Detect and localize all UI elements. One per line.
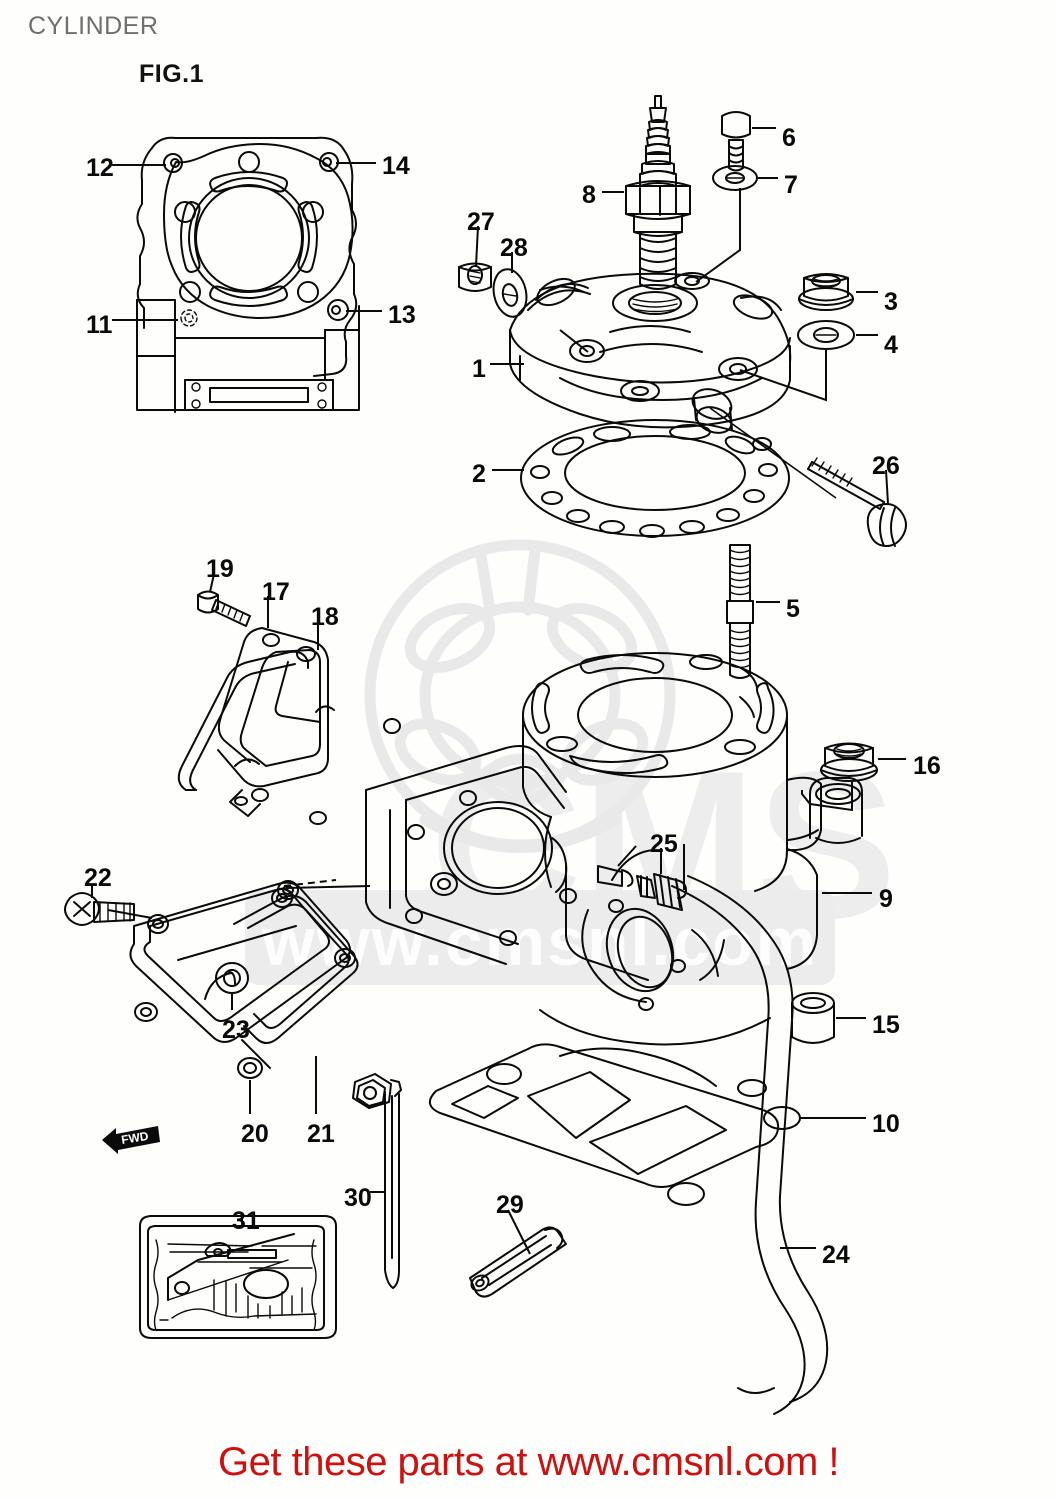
part-bolt-19 — [197, 590, 251, 627]
callout-spark-plug[interactable]: 8 — [582, 181, 596, 209]
leader-lines — [91, 127, 906, 1255]
fwd-arrow-marker: FWD — [102, 1126, 160, 1154]
page-title: CYLINDER — [28, 12, 159, 40]
part-valve-cover-gasket-21 — [233, 888, 359, 1069]
callout-flange-bolt[interactable]: 26 — [872, 452, 900, 480]
callout-valve-cover-gasket[interactable]: 21 — [307, 1120, 335, 1148]
fwd-label: FWD — [120, 1129, 150, 1147]
callout-cylinder-base-gasket[interactable]: 10 — [872, 1110, 900, 1138]
callout-grommet[interactable]: 23 — [222, 1016, 250, 1044]
callout-hose-clamp[interactable]: 25 — [650, 830, 678, 858]
callout-intake-pipe-gasket[interactable]: 17 — [262, 578, 290, 606]
part-clamp-29 — [469, 1226, 567, 1298]
callout-washer[interactable]: 7 — [784, 171, 798, 199]
part-stud-5 — [726, 544, 754, 679]
callout-caution-label[interactable]: 31 — [232, 1207, 260, 1235]
part-nut-27 — [458, 262, 492, 292]
part-spark-plug — [625, 95, 691, 290]
part-caution-label-31 — [139, 1215, 337, 1339]
part-cylinder-rear-view — [136, 136, 360, 413]
part-washer-4 — [797, 320, 855, 350]
callout-cylinder-head-gasket[interactable]: 2 — [472, 460, 486, 488]
part-grommet-23 — [215, 962, 249, 994]
part-flange-nut-3 — [798, 273, 854, 311]
callout-washer[interactable]: 28 — [500, 234, 528, 262]
callout-cable-tie[interactable]: 30 — [344, 1184, 372, 1212]
callout-cylinder-rear-view-bolt-hole[interactable]: 12 — [86, 154, 114, 182]
callout-cylinder-rear-view-dowel[interactable]: 14 — [382, 152, 410, 180]
callout-screw[interactable]: 22 — [84, 864, 112, 892]
part-washer-28 — [492, 268, 528, 318]
part-cylinder-9 — [365, 652, 863, 1046]
callout-spacer[interactable]: 15 — [872, 1011, 900, 1039]
callout-bolt[interactable]: 19 — [206, 555, 234, 583]
callout-bolt[interactable]: 6 — [782, 124, 796, 152]
part-cylinder-head-gasket — [520, 419, 790, 538]
callout-flange-nut[interactable]: 16 — [913, 752, 941, 780]
part-screw-22 — [64, 892, 135, 926]
part-gasket-17 — [177, 650, 309, 791]
part-hose-clamp-25 — [653, 873, 687, 911]
callout-reed-valve-gasket[interactable]: 18 — [311, 603, 339, 631]
callout-clamp[interactable]: 29 — [496, 1191, 524, 1219]
callout-flange-nut[interactable]: 3 — [884, 288, 898, 316]
part-cylinder-head — [509, 272, 792, 434]
part-gasket-18 — [217, 627, 401, 825]
part-spacer-15 — [791, 992, 835, 1044]
callout-valve-cover[interactable]: 20 — [241, 1120, 269, 1148]
callout-cylinder-pin[interactable]: 11 — [86, 311, 113, 339]
part-washer-7 — [712, 165, 758, 191]
callout-cylinder[interactable]: 9 — [879, 885, 893, 913]
callout-breather-hose[interactable]: 24 — [822, 1241, 850, 1269]
part-flange-nut-16 — [820, 742, 878, 782]
part-flange-bolt-26 — [807, 457, 907, 547]
callout-nut[interactable]: 27 — [467, 208, 495, 236]
callout-stud[interactable]: 5 — [786, 595, 800, 623]
callout-cylinder-plug[interactable]: 13 — [388, 301, 416, 329]
callout-washer[interactable]: 4 — [884, 331, 898, 359]
part-bolt-6 — [721, 111, 751, 172]
part-breather-hose-24 — [671, 875, 829, 1415]
figure-title: FIG.1 — [139, 60, 205, 88]
callout-cylinder-head[interactable]: 1 — [472, 355, 486, 383]
promo-footer: Get these parts at www.cmsnl.com ! — [218, 1440, 840, 1484]
part-cable-tie-30 — [352, 1073, 402, 1289]
part-base-gasket-10 — [429, 1043, 801, 1206]
